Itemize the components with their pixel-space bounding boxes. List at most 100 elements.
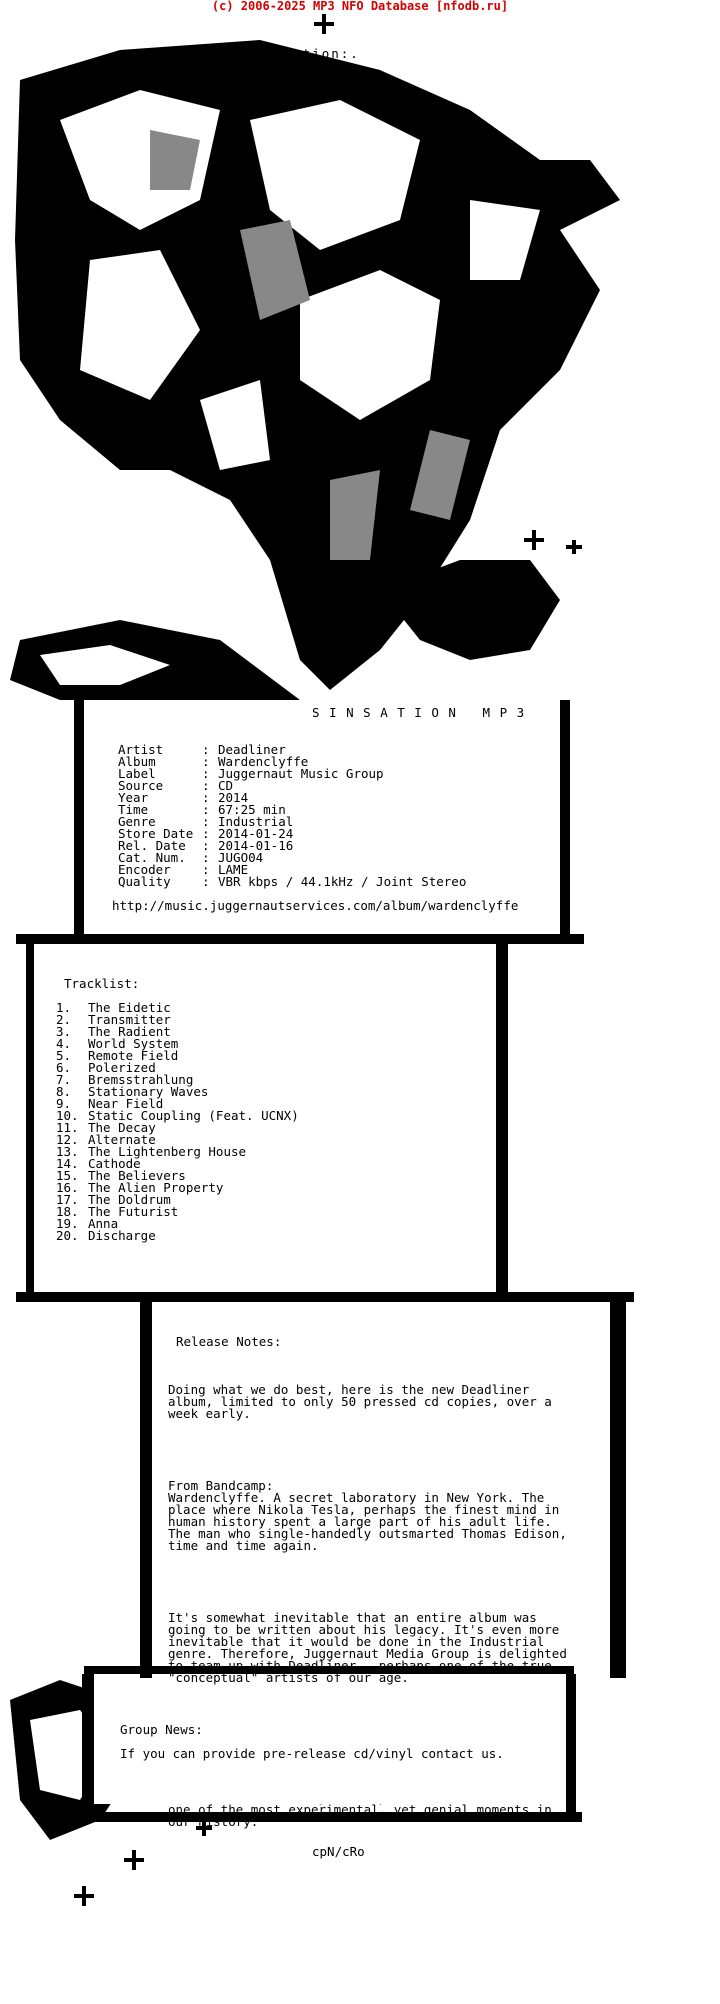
release-title: S I N S A T I O N M P 3: [312, 705, 526, 720]
notes-line: Wardenclyffe. A secret laboratory in New…: [168, 1490, 545, 1505]
track-row: 15.The Believers: [56, 1168, 299, 1183]
track-row: 11. The Decay: [56, 1120, 299, 1135]
info-row: Cat. Num.:JUGO04: [118, 850, 466, 865]
notes-line: The man who single-handedly outsmarted T…: [168, 1526, 567, 1541]
notes-line: From Bandcamp:: [168, 1478, 274, 1493]
track-number: 11.: [56, 1120, 79, 1135]
notes-line: week early.: [168, 1406, 251, 1421]
info-label: Quality: [118, 874, 171, 889]
info-value: 67:25 min: [218, 802, 286, 817]
info-label: Store Date: [118, 826, 194, 841]
info-label: Cat. Num.: [118, 850, 186, 865]
info-value: 2014-01-24: [218, 826, 294, 841]
track-number: 9.: [56, 1096, 72, 1111]
info-label: Year: [118, 790, 149, 805]
footer-signature: cpN/cRo: [312, 1844, 365, 1859]
info-colon: :: [202, 754, 210, 769]
track-title: Polerized: [88, 1060, 156, 1075]
info-row: Genre:Industrial: [118, 814, 466, 829]
track-number: 1.: [56, 1000, 72, 1015]
release-notes-heading: Release Notes:: [176, 1334, 282, 1349]
track-title: The Eidetic: [88, 1000, 171, 1015]
track-row: 20.Discharge: [56, 1228, 299, 1243]
group-news-panel: [92, 1686, 566, 1804]
track-number: 3.: [56, 1024, 72, 1039]
info-value: 2014: [218, 790, 249, 805]
track-row: 2.Transmitter: [56, 1012, 299, 1027]
track-title: The Believers: [88, 1168, 186, 1183]
info-colon: :: [202, 778, 210, 793]
info-colon: :: [202, 766, 210, 781]
notes-line: genre. Therefore, Juggernaut Media Group…: [168, 1646, 567, 1661]
track-row: 18. The Futurist: [56, 1204, 299, 1219]
info-value: Industrial: [218, 814, 294, 829]
notes-line: time and time again.: [168, 1538, 319, 1553]
album-url[interactable]: http://music.juggernautservices.com/albu…: [112, 898, 519, 913]
info-colon: :: [202, 874, 210, 889]
track-row: 7.Bremsstrahlung: [56, 1073, 299, 1086]
notes-line: going to be written about his legacy. It…: [168, 1622, 560, 1637]
group-news-text: If you can provide pre-release cd/vinyl …: [120, 1746, 504, 1761]
notes-line: "conceptual" artists of our age.: [168, 1670, 409, 1685]
track-row: 19.Anna: [56, 1216, 299, 1231]
track-row: 14. Cathode: [56, 1156, 299, 1171]
track-number: 14.: [56, 1156, 79, 1171]
info-label: Artist: [118, 742, 164, 757]
info-value: 2014-01-16: [218, 838, 294, 853]
notes-line: Doing what we do best, here is the new D…: [168, 1382, 530, 1397]
track-title: Alternate: [88, 1132, 156, 1147]
info-row: Quality:VBR kbps / 44.1kHz / Joint Stere…: [118, 874, 466, 889]
info-label: Time: [118, 802, 149, 817]
track-row: 17. The Doldrum: [56, 1192, 299, 1207]
tracklist-panel: [34, 944, 496, 1292]
notes-paragraph-2: From Bandcamp:Wardenclyffe. A secret lab…: [168, 1478, 567, 1553]
info-row: Store Date:2014-01-24: [118, 826, 466, 841]
track-number: 10.: [56, 1108, 79, 1123]
track-number: 19.: [56, 1216, 79, 1231]
track-number: 20.: [56, 1228, 79, 1243]
info-value: Wardenclyffe: [218, 754, 309, 769]
info-colon: :: [202, 862, 210, 877]
notes-line: place where Nikola Tesla, perhaps the fi…: [168, 1502, 560, 1517]
track-title: The Alien Property: [88, 1180, 224, 1195]
info-row: Label: Juggernaut Music Group: [118, 766, 466, 781]
release-notes-panel: [150, 1302, 620, 1672]
info-label: Encoder: [118, 862, 171, 877]
track-title: The Doldrum: [88, 1192, 171, 1207]
notes-paragraph-1: Doing what we do best, here is the new D…: [168, 1382, 567, 1421]
info-colon: :: [202, 742, 210, 757]
info-colon: :: [202, 790, 210, 805]
info-value: Juggernaut Music Group: [218, 766, 384, 781]
track-number: 17.: [56, 1192, 79, 1207]
group-news-heading: Group News:: [120, 1722, 203, 1737]
info-row: Year:2014: [118, 790, 466, 805]
track-title: The Lightenberg House: [88, 1144, 247, 1159]
track-title: Near Field: [88, 1096, 164, 1111]
track-row: 6.Polerized: [56, 1060, 299, 1075]
info-label: Source: [118, 778, 164, 793]
track-row: 1. The Eidetic: [56, 1000, 299, 1015]
notes-line: human history spent a large part of his …: [168, 1514, 552, 1529]
track-title: Cathode: [88, 1156, 141, 1171]
track-number: 2.: [56, 1012, 72, 1027]
copyright-header: (c) 2006-2025 MP3 NFO Database [nfodb.ru…: [211, 0, 509, 13]
track-number: 18.: [56, 1204, 79, 1219]
track-row: 3. The Radient: [56, 1024, 299, 1039]
info-row: Rel. Date:2014-01-16: [118, 838, 466, 853]
track-title: The Futurist: [88, 1204, 179, 1219]
info-value: Deadliner: [218, 742, 286, 757]
track-title: World System: [88, 1036, 179, 1051]
info-row: Encoder:LAME: [118, 862, 466, 877]
notes-line: It's somewhat inevitable that an entire …: [168, 1610, 537, 1625]
track-title: The Radient: [88, 1024, 171, 1039]
track-title: The Decay: [88, 1120, 156, 1135]
info-panel: [84, 700, 560, 932]
track-number: 8.: [56, 1084, 72, 1099]
track-row: 12.Alternate: [56, 1132, 299, 1147]
track-number: 4.: [56, 1036, 72, 1051]
info-label: Label: [118, 766, 156, 781]
track-row: 9. Near Field: [56, 1096, 299, 1111]
